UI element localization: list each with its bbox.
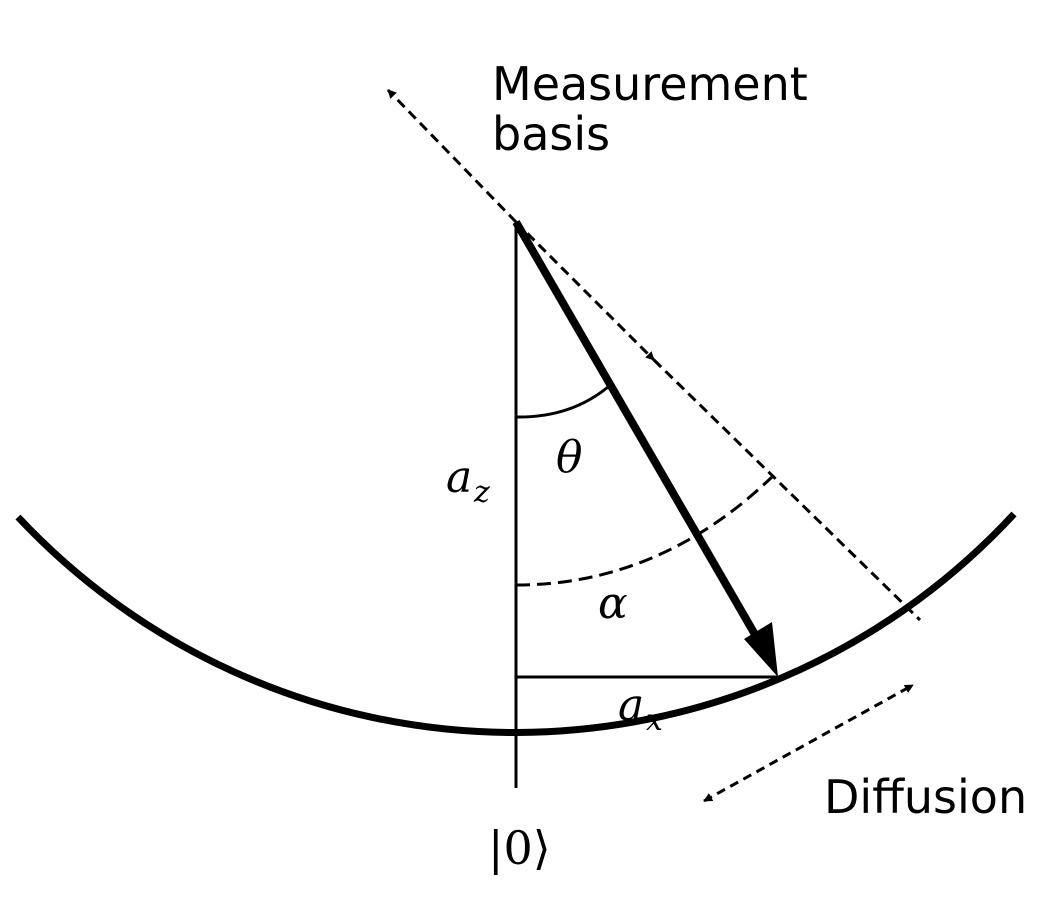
measurement-basis-arrow-down (514, 220, 656, 362)
diffusion-label: Diffusion (824, 770, 1027, 824)
ket-zero-label: |0⟩ (488, 821, 551, 875)
measurement-basis-arrow-up (386, 88, 518, 224)
measurement-basis-line (652, 358, 922, 622)
theta-arc (515, 385, 609, 419)
measurement-basis-label-line2: basis (492, 107, 610, 161)
ax-label: a (618, 680, 644, 731)
theta-label: θ (556, 432, 583, 483)
az-label: a (446, 452, 472, 503)
state-vector-arrowhead (744, 622, 778, 677)
az-subscript: z (473, 475, 490, 510)
alpha-label: α (598, 578, 628, 629)
alpha-arc (515, 474, 775, 587)
measurement-basis-label-line1: Measurement (492, 57, 808, 111)
diffusion-arrow (703, 683, 914, 803)
ax-subscript: x (646, 703, 663, 738)
state-vector (512, 219, 768, 653)
